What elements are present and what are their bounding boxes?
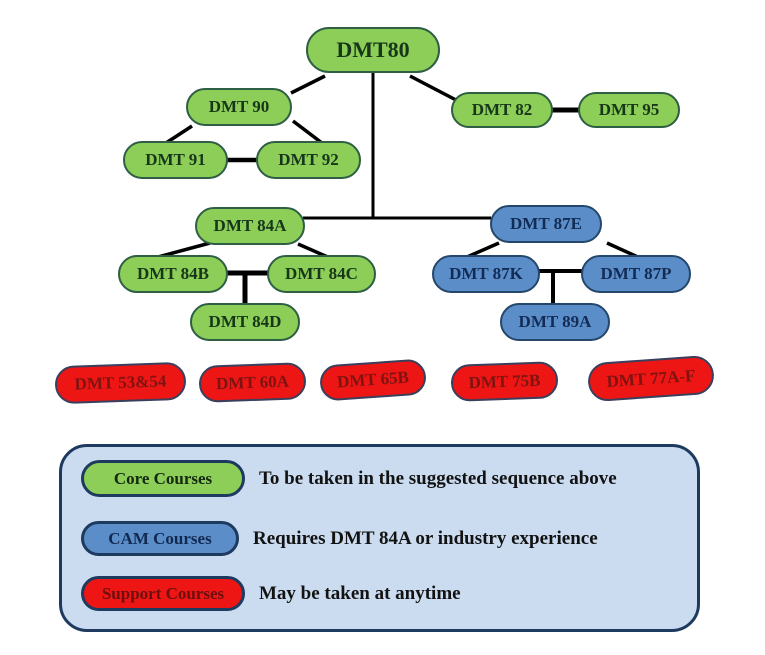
node-dmt84b: DMT 84B — [118, 255, 228, 293]
legend-row-core: Core Courses To be taken in the suggeste… — [81, 460, 617, 497]
node-dmt60a: DMT 60A — [198, 362, 307, 403]
node-dmt89a: DMT 89A — [500, 303, 610, 341]
node-dmt84a: DMT 84A — [195, 207, 305, 245]
legend-row-cam: CAM Courses Requires DMT 84A or industry… — [81, 521, 598, 556]
legend-desc-support: May be taken at anytime — [259, 582, 461, 604]
legend-row-support: Support Courses May be taken at anytime — [81, 576, 461, 611]
edge-dmt80-dmt82 — [409, 74, 457, 102]
node-dmt75b: DMT 75B — [450, 361, 559, 402]
legend-pill-core-courses: Core Courses — [81, 460, 245, 497]
node-dmt87k: DMT 87K — [432, 255, 540, 293]
node-dmt84c: DMT 84C — [267, 255, 376, 293]
node-dmt90: DMT 90 — [186, 88, 292, 126]
legend-desc-cam: Requires DMT 84A or industry experience — [253, 527, 598, 549]
node-dmt82: DMT 82 — [451, 92, 553, 128]
node-dmt87p: DMT 87P — [581, 255, 691, 293]
legend-box: Core Courses To be taken in the suggeste… — [59, 444, 700, 632]
node-dmt65b: DMT 65B — [318, 358, 428, 402]
edge-dmt90-dmt92 — [291, 119, 324, 145]
node-dmt84d: DMT 84D — [190, 303, 300, 341]
node-dmt95: DMT 95 — [578, 92, 680, 128]
node-dmt53-54: DMT 53&54 — [54, 361, 187, 405]
legend-desc-core: To be taken in the suggested sequence ab… — [259, 467, 617, 489]
edge-dmt84a-dmt84b — [157, 241, 211, 259]
legend-pill-cam-courses: CAM Courses — [81, 521, 239, 556]
node-dmt87e: DMT 87E — [490, 205, 602, 243]
edge-dmt87e-dmt87k — [466, 241, 500, 259]
edge-dmt90-dmt91 — [165, 124, 193, 145]
legend-pill-support-courses: Support Courses — [81, 576, 245, 611]
edge-dmt80-dmt90 — [290, 74, 326, 95]
node-dmt91: DMT 91 — [123, 141, 228, 179]
node-dmt92: DMT 92 — [256, 141, 361, 179]
node-dmt80: DMT80 — [306, 27, 440, 73]
